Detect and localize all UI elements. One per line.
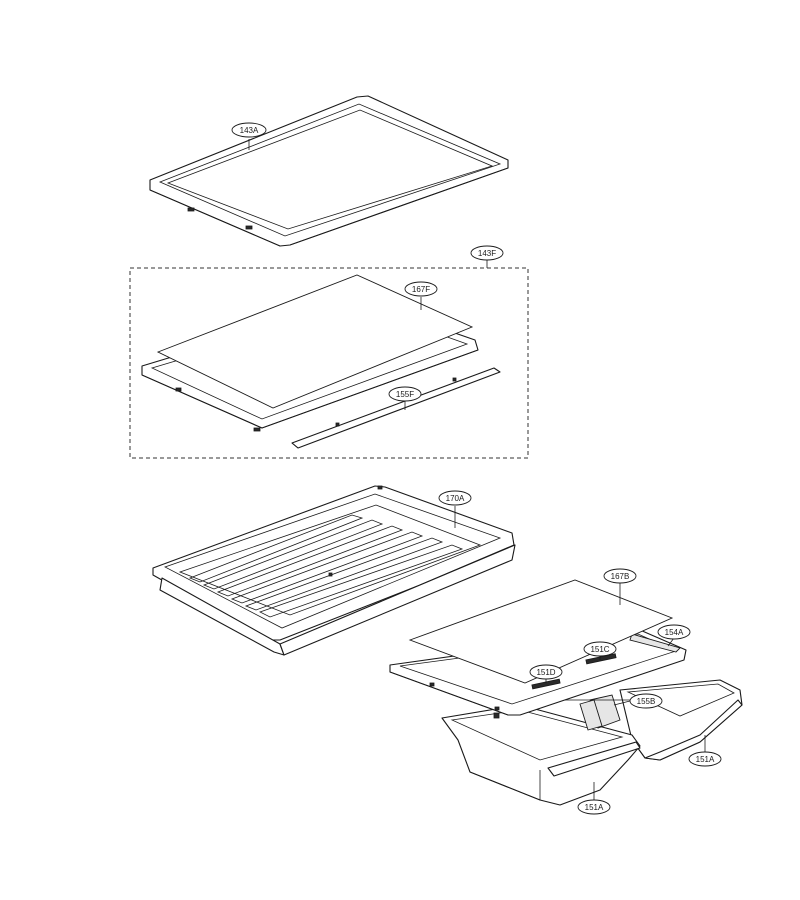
part-155b-divider-rail (560, 694, 630, 731)
callout-167b-label: 167B (611, 572, 630, 581)
callout-154a: 154A (657, 624, 691, 647)
callout-170a: 170A (438, 490, 472, 528)
callout-170a-label: 170A (446, 494, 465, 503)
callout-154a-label: 154A (665, 628, 684, 637)
part-167f-cover-sheet (156, 274, 474, 409)
callout-143f-label: 143F (478, 249, 496, 258)
callout-143a-label: 143A (240, 126, 259, 135)
callout-155f-label: 155F (396, 390, 414, 399)
callout-155f: 155F (388, 386, 422, 410)
callout-167b: 167B (603, 568, 637, 605)
callout-143a: 143A (231, 122, 267, 150)
assembly-143f-group-box (129, 267, 529, 459)
callout-155b: 155B (613, 693, 663, 709)
callout-151d: 151D (529, 664, 563, 683)
callout-151a-left-label: 151A (585, 803, 604, 812)
callout-151a-right: 151A (688, 735, 722, 767)
callout-151a-right-label: 151A (696, 755, 715, 764)
part-170a-ribbed-tray (152, 485, 516, 656)
callout-151c: 151C (583, 641, 617, 660)
callout-151c-label: 151C (590, 645, 609, 654)
part-155f-trim-strip (291, 367, 501, 449)
tray-ribs (188, 514, 464, 618)
callout-167f-label: 167F (412, 285, 430, 294)
callout-143f: 143F (470, 245, 504, 268)
callout-155b-label: 155B (637, 697, 656, 706)
callout-151d-label: 151D (536, 668, 555, 677)
callout-167f: 167F (404, 281, 438, 310)
callout-151a-left: 151A (577, 782, 611, 815)
part-143a-glass-shelf (149, 95, 509, 247)
part-167b-cover-sheet (408, 579, 674, 684)
